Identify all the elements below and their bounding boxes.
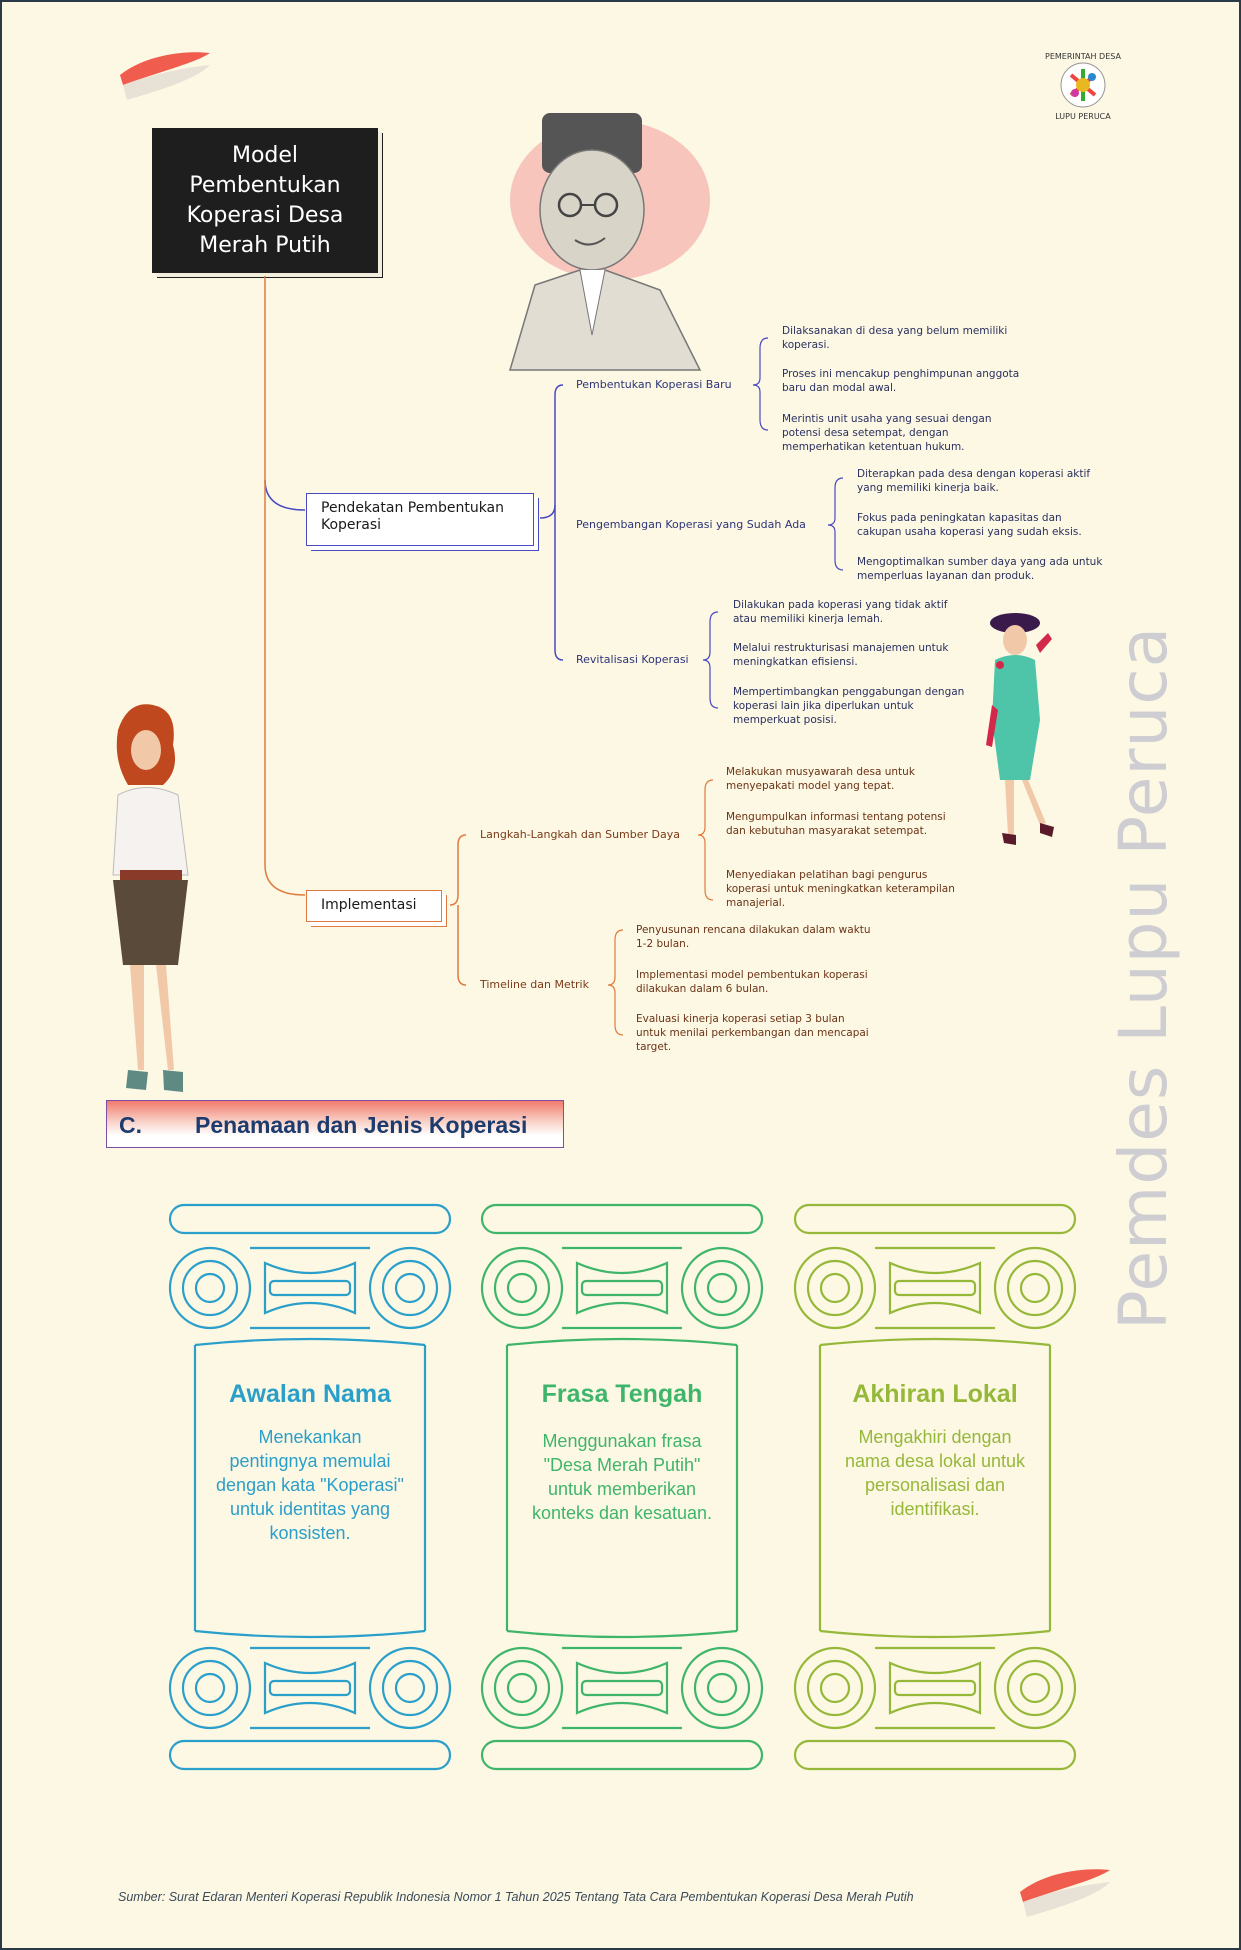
portrait-illustration (508, 113, 710, 371)
branch-label: Revitalisasi Koperasi (576, 653, 689, 666)
branch-label: Pembentukan Koperasi Baru (576, 378, 732, 391)
source-footnote: Sumber: Surat Edaran Menteri Koperasi Re… (118, 1890, 914, 1904)
leaf-item: Merintis unit usaha yang sesuai dengan p… (782, 413, 992, 453)
pillar-blue-icon (168, 1203, 452, 1771)
column-desc: Mengakhiri dengan nama desa lokal untuk … (844, 1427, 1026, 1519)
column-title: Akhiran Lokal (852, 1380, 1018, 1408)
svg-text:LUPU PERUCA: LUPU PERUCA (1055, 112, 1111, 121)
section-c-title: Penamaan dan Jenis Koperasi (195, 1112, 528, 1138)
branch-label: Pengembangan Koperasi yang Sudah Ada (576, 518, 806, 531)
leaf-item: Menyediakan pelatihan bagi pengurus kope… (726, 869, 955, 909)
branch-label: Langkah-Langkah dan Sumber Daya (480, 828, 680, 841)
column-title: Frasa Tengah (541, 1380, 703, 1408)
leaf-item: Fokus pada peningkatan kapasitas dan cak… (857, 512, 1082, 538)
leaf-item: Mengoptimalkan sumber daya yang ada untu… (857, 556, 1103, 582)
node-pendekatan: Pendekatan Pembentukan Koperasi (306, 493, 534, 546)
column-frasa: Frasa Tengah Menggunakan frasa "Desa Mer… (477, 1203, 767, 1778)
woman-left-illustration (112, 704, 189, 1092)
page-title: Model Pembentukan Koperasi Desa Merah Pu… (152, 128, 378, 273)
leaf-item: Proses ini mencakup penghimpunan anggota… (782, 368, 1020, 394)
flag-stroke-icon (120, 52, 210, 100)
node-implementasi-label: Implementasi (321, 897, 417, 913)
section-c-header: C. Penamaan dan Jenis Koperasi (106, 1100, 564, 1148)
leaf-item: Penyusunan rencana dilakukan dalam waktu… (636, 924, 871, 950)
mindmap-connectors (264, 276, 844, 1036)
leaf-item: Mengumpulkan informasi tentang potensi d… (726, 811, 946, 837)
leaf-item: Evaluasi kinerja koperasi setiap 3 bulan… (636, 1013, 869, 1053)
column-awalan: Awalan Nama Menekankan pentingnya memula… (165, 1203, 455, 1778)
page-title-text: Model Pembentukan Koperasi Desa Merah Pu… (186, 142, 344, 258)
node-implementasi: Implementasi (306, 890, 442, 922)
leaf-item: Dilaksanakan di desa yang belum memiliki… (782, 325, 1008, 351)
woman-right-illustration (986, 613, 1054, 845)
leaf-item: Diterapkan pada desa dengan koperasi akt… (857, 468, 1091, 494)
column-title: Awalan Nama (228, 1380, 392, 1408)
leaf-item: Mempertimbangkan penggabungan dengan kop… (733, 686, 965, 726)
section-c-number: C. (119, 1112, 142, 1138)
column-desc: Menggunakan frasa "Desa Merah Putih" unt… (531, 1431, 713, 1523)
leaf-item: Melakukan musyawarah desa untuk menyepak… (726, 766, 915, 792)
pillar-green-icon (480, 1203, 764, 1771)
watermark-text: Pemdes Lupu Peruca (1105, 625, 1182, 1330)
node-pendekatan-label: Pendekatan Pembentukan Koperasi (321, 500, 505, 533)
pillar-lime-icon (793, 1203, 1077, 1771)
column-akhiran: Akhiran Lokal Mengakhiri dengan nama des… (790, 1203, 1080, 1778)
svg-text:PEMERINTAH DESA: PEMERINTAH DESA (1045, 52, 1121, 61)
branch-label: Timeline dan Metrik (480, 978, 589, 991)
flag-stroke-icon (1020, 1869, 1110, 1917)
village-seal-logo: PEMERINTAH DESA LUPU PERUCA (1045, 52, 1121, 121)
column-desc: Menekankan pentingnya memulai dengan kat… (216, 1427, 404, 1543)
leaf-item: Melalui restrukturisasi manajemen untuk … (733, 642, 949, 668)
leaf-item: Implementasi model pembentukan koperasi … (636, 969, 868, 995)
leaf-item: Dilakukan pada koperasi yang tidak aktif… (733, 599, 948, 625)
